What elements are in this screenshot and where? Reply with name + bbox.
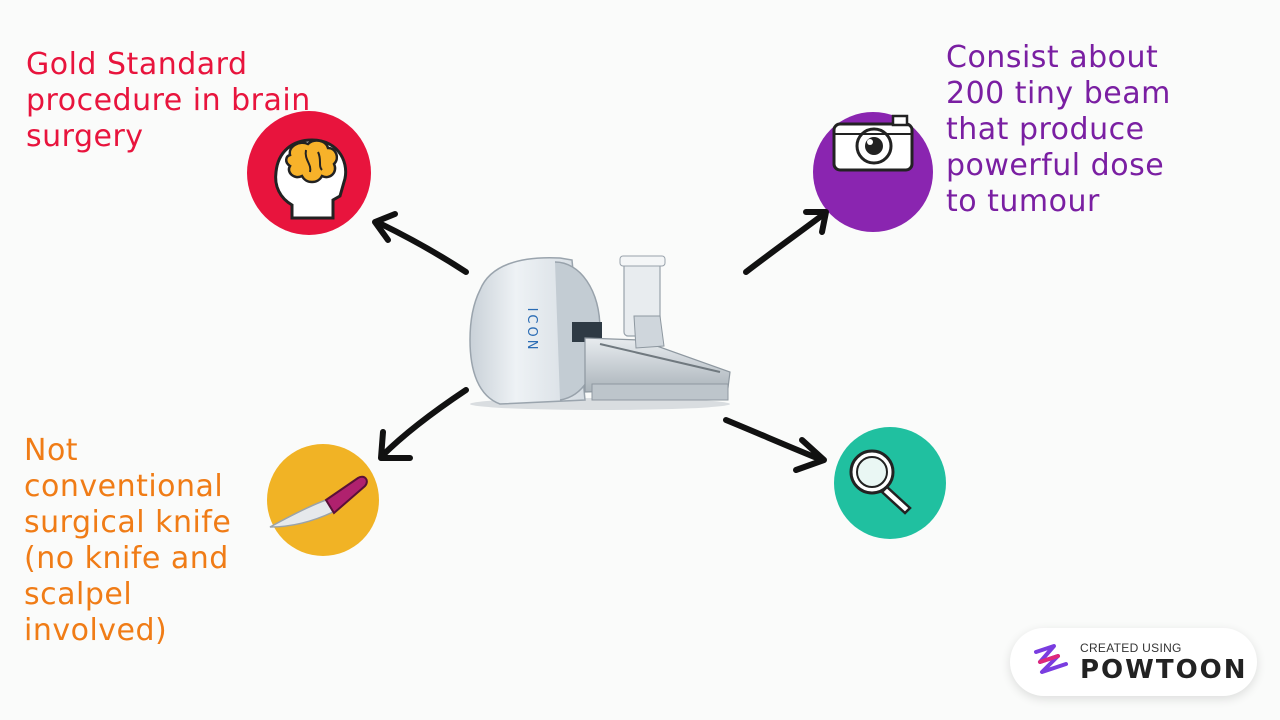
node-text-top-right: Consist about 200 tiny beam that produce… [946,40,1171,219]
node-text-top-left: Gold Standard procedure in brain surgery [26,47,311,154]
circle-bottom-left [267,444,379,556]
powtoon-badge[interactable]: CREATED USING POWTOON [1010,628,1257,696]
badge-brand: POWTOON [1080,655,1248,685]
brain-head-icon [274,138,348,220]
powtoon-logo-icon [1034,644,1068,674]
gamma-knife-machine: ICON [469,255,731,410]
arrow-top-left [372,211,469,275]
arrow-bottom-left [378,387,469,461]
badge-top-label: CREATED USING [1080,641,1182,655]
device-label: ICON [524,308,539,353]
knife-icon [269,475,368,528]
arrow-top-right [743,209,829,275]
node-text-bottom-left: Not conventional surgical knife (no knif… [24,433,232,648]
camera-icon [832,114,914,172]
arrow-bottom-right [723,417,827,473]
magnifier-icon [849,449,912,515]
